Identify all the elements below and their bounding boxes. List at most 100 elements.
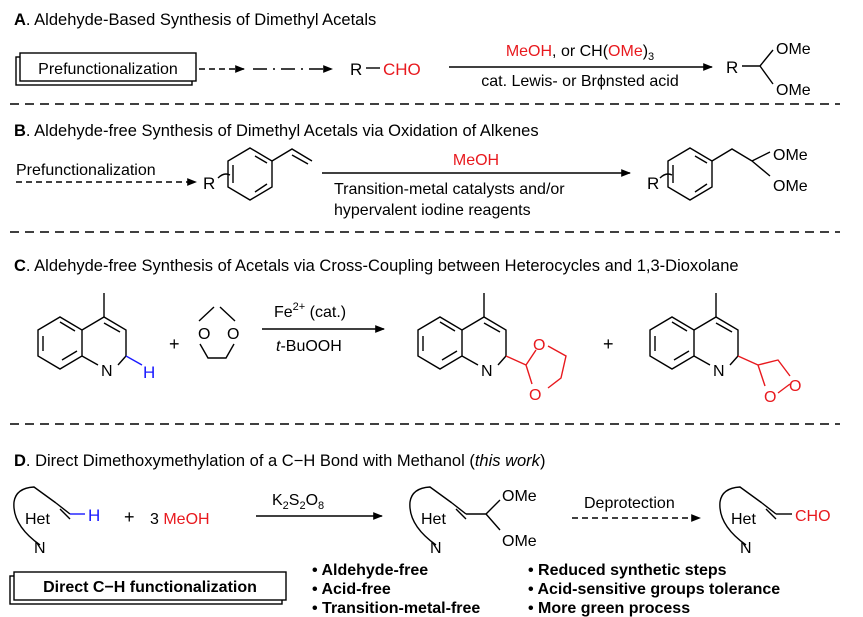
plus-d: + (124, 507, 135, 527)
section-d: D. Direct Dimethoxymethylation of a C−H … (9, 452, 831, 617)
cond-fe-cat: (cat.) (305, 304, 346, 321)
svg-text:3 MeOH: 3 MeOH (150, 511, 210, 528)
reagent-s: S (289, 492, 300, 509)
feature-left-1: • Aldehyde-free (312, 562, 428, 579)
acetal-bonds (742, 49, 774, 85)
feature-right-3: • More green process (528, 600, 690, 617)
svg-text:R: R (350, 60, 362, 79)
feature-left-2: • Acid-free (312, 581, 391, 598)
svg-text:MeOH, or CH(OMe)3: MeOH, or CH(OMe)3 (506, 43, 654, 63)
reagent-sub-1: 2 (283, 500, 289, 512)
product-d-ome-top: OMe (502, 488, 537, 505)
dioxolane-o-left: O (198, 326, 210, 343)
cond-ome: OMe (608, 43, 643, 60)
svg-text:B. Aldehyde-free Synthesis of: B. Aldehyde-free Synthesis of Dimethyl A… (14, 122, 539, 140)
section-b-title: . Aldehyde-free Synthesis of Dimethyl Ac… (26, 122, 539, 140)
direct-ch-label: Direct C−H functionalization (43, 579, 257, 596)
cond-buooh: -BuOOH (280, 338, 341, 355)
het-n-2: N (430, 540, 442, 557)
svg-text:K2S2O8: K2S2O8 (272, 492, 324, 512)
reagent-o: O (306, 492, 318, 509)
deprotection-label: Deprotection (584, 495, 675, 512)
svg-text:A. Aldehyde-Based Synthesis of: A. Aldehyde-Based Synthesis of Dimethyl … (14, 11, 376, 29)
product-d-structure (409, 486, 501, 546)
plus-c1: + (169, 334, 180, 354)
cond-or-ch: , or CH( (552, 43, 609, 60)
features-right: • Reduced synthetic steps • Acid-sensiti… (528, 562, 780, 617)
product-b-ome-top: OMe (773, 147, 808, 164)
feature-right-2: • Acid-sensitive groups tolerance (528, 581, 780, 598)
product-r: R (726, 58, 738, 77)
product-ome-bottom: OMe (776, 82, 811, 99)
product-c1-n: N (481, 363, 493, 380)
het-n-1: N (34, 540, 46, 557)
section-d-title-post: ) (540, 452, 546, 470)
heteroarene-structure (13, 486, 85, 546)
prefunctionalization-box: Prefunctionalization (15, 52, 197, 86)
product-c2-structure (649, 293, 791, 394)
het-label-2: Het (421, 511, 446, 528)
svg-text:t-BuOOH: t-BuOOH (276, 338, 342, 355)
product-d-ome-bottom: OMe (502, 533, 537, 550)
product-c2-o-right: O (789, 378, 801, 395)
styrene-structure (217, 147, 313, 201)
lepidine-structure (37, 293, 143, 370)
section-a: A. Aldehyde-Based Synthesis of Dimethyl … (14, 11, 811, 99)
features-left: • Aldehyde-free • Acid-free • Transition… (312, 562, 480, 617)
section-b-letter: B (14, 122, 26, 140)
section-c-letter: C (14, 257, 26, 275)
cond-fe-sup: 2+ (293, 301, 306, 313)
prefunctionalization-label: Prefunctionalization (38, 61, 178, 78)
product-c1-o-top: O (533, 337, 545, 354)
feature-right-1: • Reduced synthetic steps (528, 562, 727, 579)
section-b: B. Aldehyde-free Synthesis of Dimethyl A… (14, 122, 808, 219)
section-d-title-pre: . Direct Dimethoxymethylation of a C−H B… (26, 452, 475, 470)
aldehyde-product-structure (719, 486, 792, 546)
cond-b-line2: hypervalent iodine reagents (334, 202, 531, 219)
meoh-label: MeOH (163, 511, 209, 528)
cond-b-line1: Transition-metal catalysts and/or (334, 181, 565, 198)
het-label-1: Het (25, 511, 50, 528)
het-h: H (88, 506, 100, 525)
svg-text:D. Direct Dimethoxymethylation: D. Direct Dimethoxymethylation of a C−H … (14, 452, 545, 470)
section-c-title: . Aldehyde-free Synthesis of Acetals via… (26, 257, 739, 275)
dioxolane-o-right: O (227, 326, 239, 343)
product-c1-structure (417, 293, 567, 389)
feature-left-3: • Transition-metal-free (312, 600, 480, 617)
dioxolane-structure (198, 306, 236, 359)
lepidine-n: N (101, 363, 113, 380)
reagent-k: K (272, 492, 283, 509)
product-c1-o-bottom: O (529, 387, 541, 404)
svg-text:C. Aldehyde-free Synthesis of: C. Aldehyde-free Synthesis of Acetals vi… (14, 257, 739, 275)
section-d-letter: D (14, 452, 26, 470)
meoh-count: 3 (150, 511, 163, 528)
svg-text:Fe2+ (cat.): Fe2+ (cat.) (274, 301, 346, 321)
cond-fe: Fe (274, 304, 293, 321)
product-c2-n: N (713, 363, 725, 380)
section-c: C. Aldehyde-free Synthesis of Acetals vi… (14, 257, 801, 406)
prefunctionalization-text: Prefunctionalization (16, 162, 156, 179)
product-b-r: R (647, 174, 659, 193)
cond-acid: cat. Lewis- or Brϕnsted acid (481, 73, 678, 90)
product-ome-top: OMe (776, 41, 811, 58)
section-a-letter: A (14, 11, 26, 29)
section-a-title: . Aldehyde-Based Synthesis of Dimethyl A… (26, 11, 376, 29)
product-b-structure (659, 147, 771, 201)
cond-b-meoh: MeOH (453, 152, 499, 169)
styrene-r: R (203, 174, 215, 193)
product-c2-o-bottom: O (764, 389, 776, 406)
cond-meoh: MeOH (506, 43, 552, 60)
aldehyde-cho-d: CHO (795, 508, 831, 525)
plus-c2: + (603, 334, 614, 354)
het-n-3: N (740, 540, 752, 557)
product-b-ome-bottom: OMe (773, 178, 808, 195)
cond-t: t (276, 338, 281, 355)
cond-close: ) (643, 43, 648, 60)
reagent-sub-3: 8 (318, 500, 324, 512)
lepidine-h: H (143, 363, 155, 382)
direct-ch-box: Direct C−H functionalization (9, 571, 287, 605)
section-d-title-italic: this work (475, 452, 541, 470)
cond-sub-3: 3 (648, 51, 654, 63)
aldehyde-cho: CHO (383, 60, 421, 79)
